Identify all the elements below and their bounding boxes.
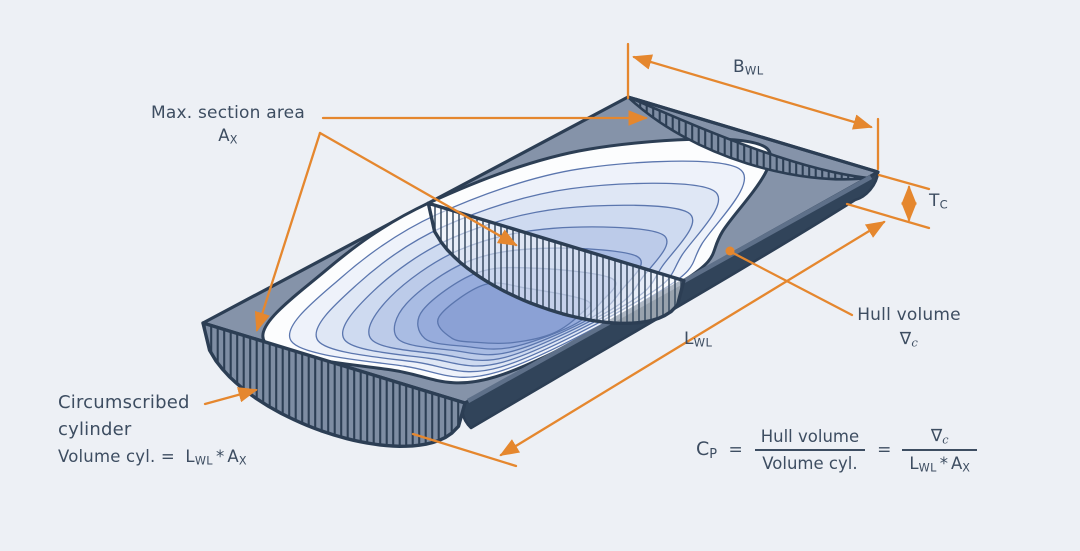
fraction-nabla-lwl-ax: ∇c LWL*AX [902, 426, 978, 474]
equals-sign: = [877, 440, 892, 460]
equals-sign: = [728, 440, 743, 460]
beam-dimension-label: BWL [733, 57, 764, 78]
hull-volume-label: Hull volume ∇c [845, 305, 973, 351]
hull-volume-text: Hull volume [857, 305, 961, 325]
max-section-area-label: Max. section area AX [128, 103, 328, 148]
max-section-area-text: Max. section area [151, 103, 305, 123]
fraction-hullvolume-volumecyl: Hull volume Volume cyl. [754, 427, 866, 473]
circumscribed-cylinder-label: Circumscribed cylinder [58, 392, 190, 440]
volume-cylinder-equation: Volume cyl. = LWL*AX [58, 447, 248, 468]
hull-volume-symbol: ∇c [899, 329, 919, 350]
length-dimension-label: LWL [684, 329, 713, 350]
dimension-annotations [203, 42, 931, 468]
max-section-area-symbol: AX [218, 126, 238, 147]
draft-dimension-label: TC [929, 191, 949, 212]
cp-symbol: CP [696, 438, 718, 462]
prismatic-coefficient-formula: CP = Hull volume Volume cyl. = ∇c LWL*AX [696, 413, 978, 487]
